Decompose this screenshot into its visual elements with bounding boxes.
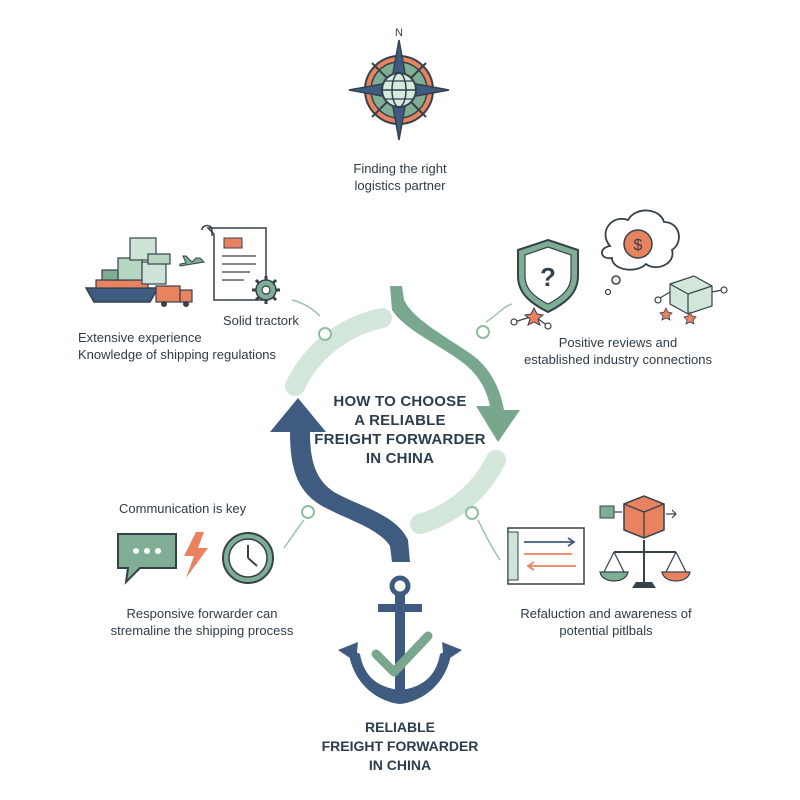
top-right-caption-line1: Positive reviews and [558,335,678,350]
compass-rose-globe-icon: N [348,27,450,141]
clock-icon [222,532,274,584]
connector-bottom-right [465,506,501,561]
balance-scale-icon [599,540,691,588]
top-right-caption: Positive reviews and established industr… [500,334,736,368]
box-network-icon [654,275,728,325]
compass-caption: Finding the right logistics partner [320,160,480,194]
dollar-thought-bubble-icon: $ [601,209,680,296]
bottom-left-caption-line1: Responsive forwarder can [126,606,278,621]
truck-icon [155,285,193,307]
bottom-left-cluster [117,532,274,585]
connector-top-right [476,303,513,339]
bottom-left-caption: Responsive forwarder can stremaline the … [102,605,302,639]
top-left-cluster [84,224,280,307]
compass-caption-line1: Finding the right [353,161,447,176]
bottom-right-caption-line2: potential pitlbals [559,623,653,638]
top-left-caption-line2: Knowledge of shipping regulations [78,347,277,362]
document-arrows-icon [507,527,585,585]
connector-top-left [291,299,332,341]
airplane-icon [179,255,206,267]
center-title-line1: HOW TO CHOOSE [333,393,467,410]
result-title: RELIABLE FREIGHT FORWARDER IN CHINA [280,718,520,775]
center-title: HOW TO CHOOSE A RELIABLE FREIGHT FORWARD… [300,392,500,468]
center-title-line2: A RELIABLE [354,412,446,429]
question-shield-icon: ? [517,238,579,314]
center-title-line4: IN CHINA [365,450,435,467]
solid-track-label: Solid tractork [223,313,299,328]
svg-text:$: $ [634,237,643,254]
star-network-icon [510,306,552,330]
containers-icon [117,237,171,285]
top-left-caption: Extensive experience Knowledge of shippi… [78,329,276,363]
bottom-right-caption: Refaluction and awareness of potential p… [496,605,716,639]
center-title-line3: FREIGHT FORWARDER [314,431,486,448]
bottom-right-cluster [507,495,691,588]
compass-caption-line2: logistics partner [354,178,446,193]
anchor-check-icon [338,575,462,704]
top-right-caption-line2: established industry connections [524,352,712,367]
svg-text:?: ? [540,262,556,292]
bottom-left-caption-line2: stremaline the shipping process [110,623,294,638]
chat-bubble-icon [117,533,177,585]
result-title-line3: IN CHINA [368,757,432,773]
ring-arc-right [410,450,506,534]
box-icon [599,495,677,539]
bottom-left-heading: Communication is key [119,501,247,516]
lightning-icon [184,532,208,578]
connector-bottom-left [283,505,315,549]
top-left-caption-line1: Extensive experience [78,330,202,345]
north-label: N [395,27,403,39]
cycle-ring [270,286,520,562]
bottom-right-caption-line1: Refaluction and awareness of [520,606,692,621]
result-title-line1: RELIABLE [365,719,435,735]
document-icon [201,224,267,301]
sage-cycle-arrow [390,286,520,442]
gear-icon [252,276,280,304]
navy-cycle-arrow [270,398,410,562]
ring-arc-top-left [285,308,392,396]
top-right-cluster: ? $ [510,209,728,330]
result-title-line2: FREIGHT FORWARDER [321,738,479,754]
